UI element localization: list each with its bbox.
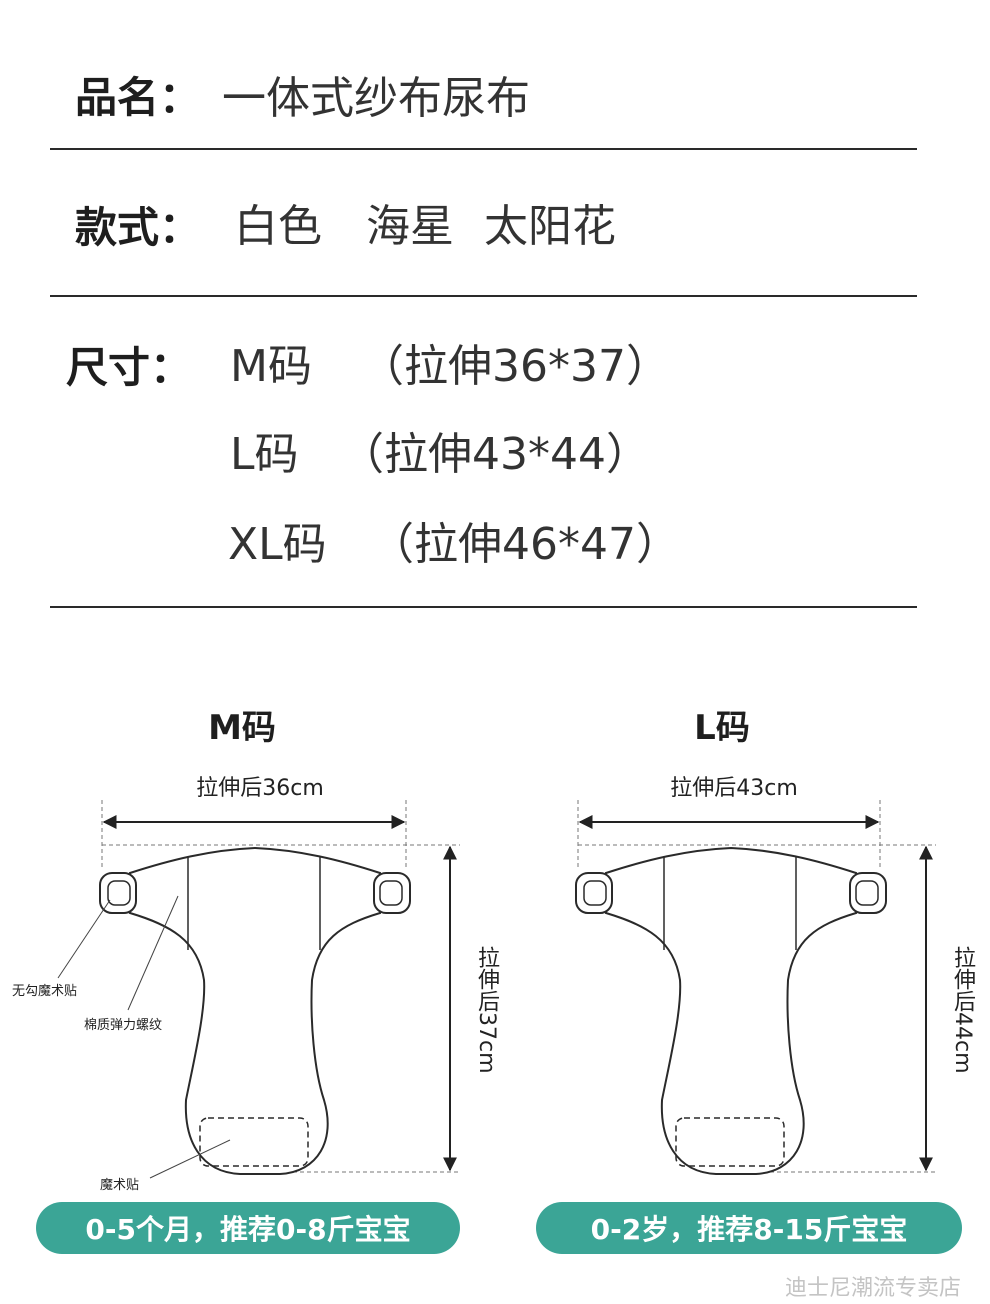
- size-xl: XL码: [228, 519, 327, 570]
- divider: [50, 148, 917, 150]
- divider: [50, 295, 917, 297]
- panel-m-title: M码: [208, 708, 276, 748]
- size-xl-stretch: （拉伸46*47）: [370, 519, 680, 570]
- size-l-stretch: （拉伸43*44）: [340, 429, 650, 480]
- panel-l-height-label: 拉伸后44cm: [950, 946, 975, 1074]
- callout-cotton-rib: 棉质弹力螺纹: [84, 1018, 163, 1033]
- panel-l-age-badge: 0-2岁，推荐8-15斤宝宝: [536, 1202, 962, 1254]
- product-name-label: 品名：: [75, 73, 202, 122]
- size-m-stretch: （拉伸36*37）: [360, 341, 670, 392]
- style-value-starfish: 海星: [366, 201, 454, 252]
- panel-m-height-label: 拉伸后37cm: [474, 946, 499, 1074]
- panel-l-width-label: 拉伸后43cm: [670, 776, 798, 801]
- callout-velcro: 魔术贴: [100, 1178, 140, 1193]
- size-l: L码: [230, 429, 299, 480]
- size-label: 尺寸：: [66, 343, 193, 392]
- panel-m-age-badge: 0-5个月，推荐0-8斤宝宝: [36, 1202, 460, 1254]
- product-name-value: 一体式纱布尿布: [222, 73, 530, 124]
- diaper-diagrams: [57, 800, 936, 1179]
- panel-l-title: L码: [694, 708, 750, 748]
- size-m: M码: [230, 341, 312, 392]
- store-watermark: 迪士尼潮流专卖店: [785, 1276, 962, 1301]
- style-value-white: 白色: [234, 201, 322, 252]
- callout-hookless-velcro: 无勾魔术贴: [12, 984, 78, 999]
- diaper-l-drawing: [575, 800, 936, 1175]
- diaper-m-drawing: [57, 800, 460, 1179]
- style-value-sunflower: 太阳花: [484, 201, 616, 252]
- panel-m-width-label: 拉伸后36cm: [196, 776, 324, 801]
- style-label: 款式：: [75, 203, 202, 252]
- divider: [50, 606, 917, 608]
